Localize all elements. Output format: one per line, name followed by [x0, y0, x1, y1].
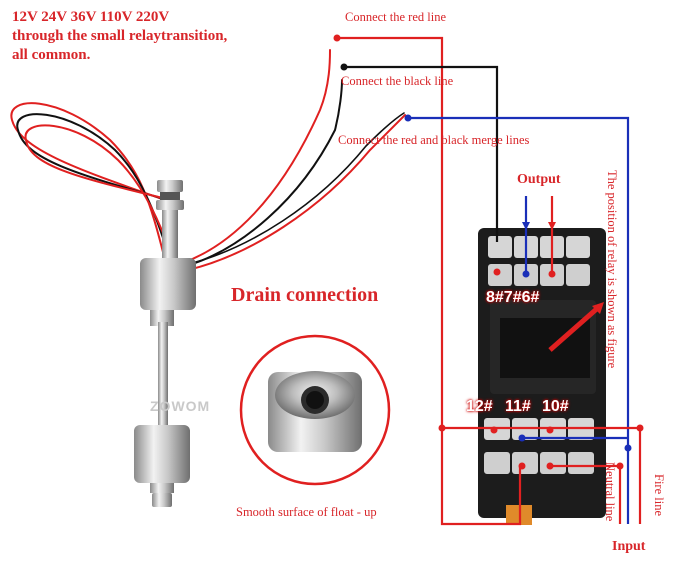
float-switch — [134, 180, 196, 507]
relay-position-label: The position of relay is shown as figure — [605, 170, 619, 369]
pins-top-label: 8#7#6# — [486, 289, 540, 306]
pin-10-label: 10# — [542, 398, 569, 415]
note-line-3: all common. — [12, 47, 91, 63]
neutral-line-label: Neutral line — [603, 462, 617, 522]
wiring-lines — [337, 36, 642, 526]
note-line-2: through the small relaytransition, — [12, 28, 228, 44]
watermark: ZOWOM — [150, 398, 211, 414]
pin-12-label: 12# — [466, 398, 493, 415]
voltage-note: 12V 24V 36V 110V 220V through the small … — [12, 8, 312, 65]
float-closeup — [239, 334, 391, 486]
relay-socket — [478, 228, 606, 525]
note-line-1: 12V 24V 36V 110V 220V — [12, 9, 170, 25]
pin-11-label: 11# — [505, 398, 531, 415]
float-caption: Smooth surface of float - up — [236, 505, 377, 519]
label-red-line: Connect the red line — [345, 10, 447, 24]
drain-connection-label: Drain connection — [231, 284, 379, 306]
wire-terminal-dots — [333, 34, 644, 470]
relay-pointer-arrow — [548, 302, 604, 352]
fire-line-label: Fire line — [652, 474, 666, 517]
input-label: Input — [612, 539, 646, 554]
sensor-cable — [10, 49, 406, 271]
label-black-line: Connect the black line — [341, 74, 454, 88]
label-merge-lines: Connect the red and black merge lines — [338, 133, 530, 147]
output-label: Output — [517, 172, 561, 187]
output-arrows — [522, 222, 530, 230]
